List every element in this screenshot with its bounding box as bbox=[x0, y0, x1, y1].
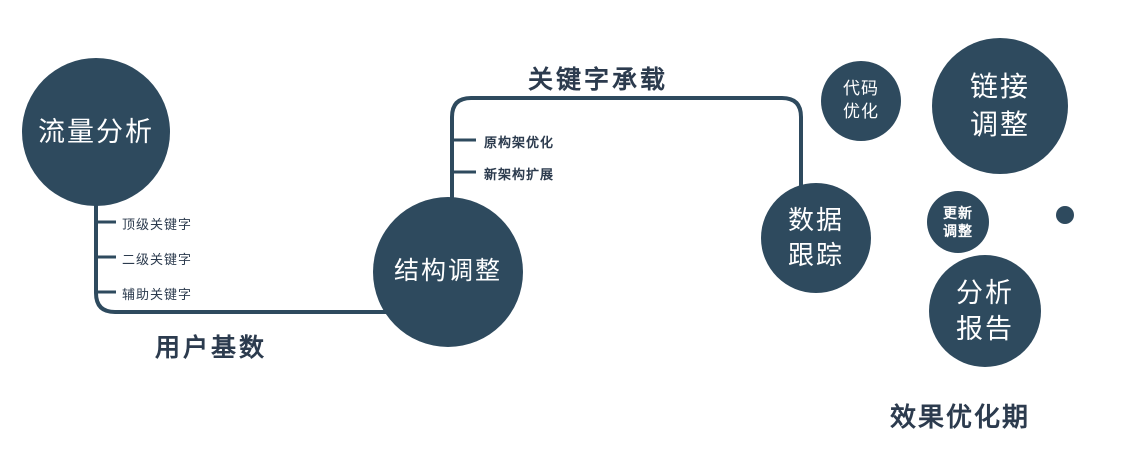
node-label: 结构调整 bbox=[393, 257, 502, 286]
tick-label-second-keywords: 二级关键字 bbox=[122, 252, 193, 267]
node-label: 跟踪 bbox=[787, 240, 844, 270]
node-label: 调整 bbox=[969, 109, 1030, 140]
tick-label-new-arch: 新架构扩展 bbox=[484, 167, 555, 182]
node-data-tracking: 数据 跟踪 bbox=[761, 183, 871, 293]
node-structure-adjust: 结构调整 bbox=[373, 197, 523, 347]
node-label: 优化 bbox=[843, 102, 879, 121]
node-code-optimize: 代码 优化 bbox=[821, 61, 901, 141]
node-label: 链接 bbox=[969, 71, 1030, 103]
edge-label-keyword-carry: 关键字承载 bbox=[528, 66, 669, 94]
bullet-dot bbox=[1056, 206, 1074, 224]
tick-label-aux-keywords: 辅助关键字 bbox=[122, 287, 193, 302]
tick-label-top-keywords: 顶级关键字 bbox=[122, 217, 193, 232]
node-label: 更新 bbox=[943, 204, 973, 221]
node-label: 流量分析 bbox=[38, 116, 154, 147]
phase-label: 效果优化期 bbox=[890, 402, 1031, 432]
node-link-adjust: 链接 调整 bbox=[932, 38, 1068, 174]
node-label: 分析 bbox=[956, 277, 1014, 308]
tick-label-original-arch: 原构架优化 bbox=[484, 135, 555, 150]
node-update-adjust: 更新 调整 bbox=[927, 191, 989, 253]
node-analysis-report: 分析 报告 bbox=[929, 255, 1041, 367]
flow-path-top bbox=[450, 96, 803, 230]
node-label: 报告 bbox=[956, 314, 1014, 344]
node-label: 代码 bbox=[843, 79, 879, 99]
edge-label-user-base: 用户基数 bbox=[155, 334, 268, 362]
node-label: 调整 bbox=[943, 223, 973, 239]
node-traffic-analysis: 流量分析 bbox=[22, 58, 170, 206]
node-label: 数据 bbox=[787, 204, 844, 235]
